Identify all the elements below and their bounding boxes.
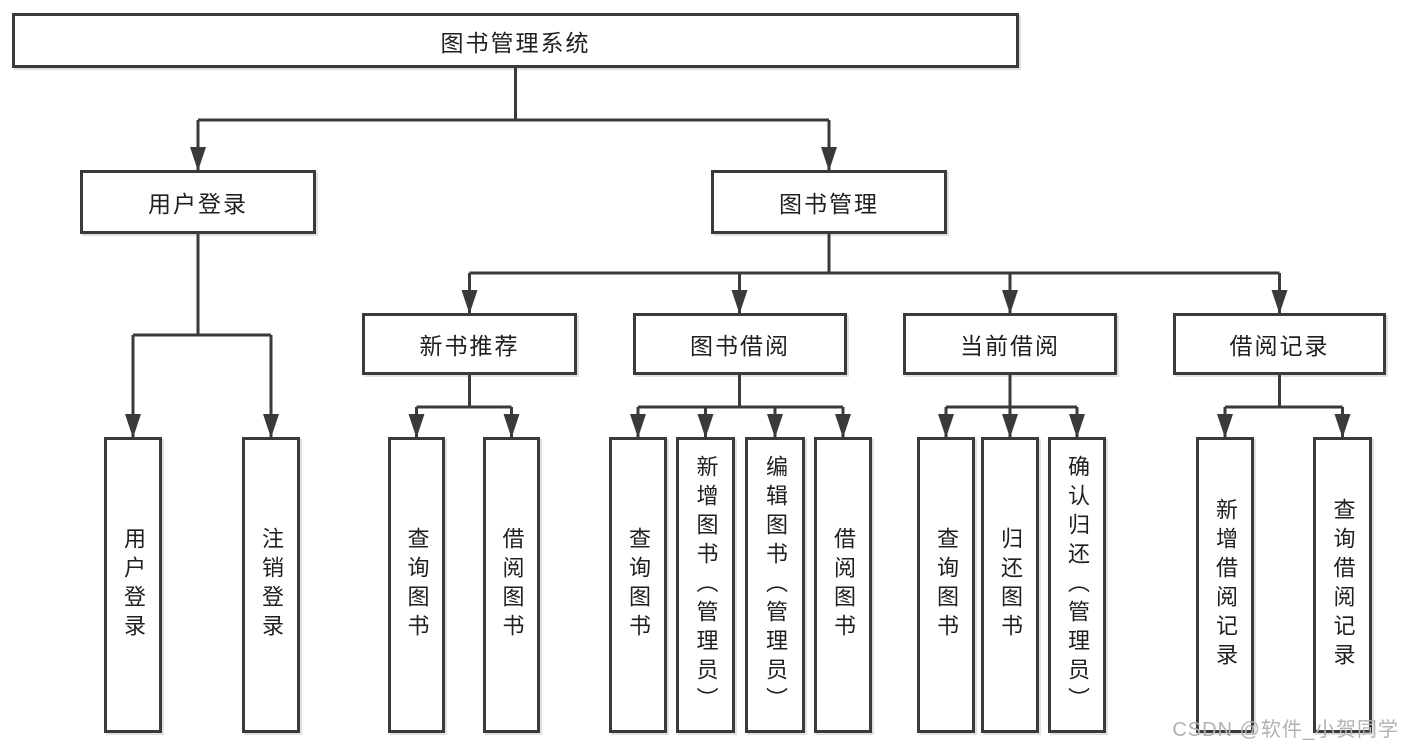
node-root-label: 图书管理系统 (440, 29, 591, 56)
node-user-login-label: 用户登录 (148, 191, 248, 217)
leaf-query-books-recommend-label: 查询图书 (404, 527, 430, 643)
leaf-query-books-recommend: 查询图书 (388, 437, 445, 733)
node-new-book-recommendation-label: 新书推荐 (419, 333, 520, 359)
leaf-query-borrow-record: 查询借阅记录 (1313, 437, 1372, 733)
leaf-add-borrow-record-label: 新增借阅记录 (1213, 498, 1238, 672)
node-borrowing-records-label: 借阅记录 (1229, 333, 1330, 359)
node-current-borrowing-label: 当前借阅 (960, 333, 1060, 359)
leaf-query-books-borrow-label: 查询图书 (626, 527, 651, 643)
leaf-logout: 注销登录 (242, 437, 300, 733)
node-book-borrowing-label: 图书借阅 (690, 333, 790, 359)
leaf-return-books-label: 归还图书 (998, 527, 1023, 643)
leaf-borrow-books: 借阅图书 (814, 437, 872, 733)
node-new-book-recommendation: 新书推荐 (362, 313, 577, 375)
node-book-management-label: 图书管理 (779, 191, 879, 217)
node-book-management: 图书管理 (711, 170, 947, 234)
node-current-borrowing: 当前借阅 (903, 313, 1117, 375)
leaf-edit-books-admin: 编辑图书（管理员） (745, 437, 805, 733)
leaf-confirm-return-admin: 确认归还（管理员） (1048, 437, 1106, 733)
leaf-query-borrow-record-label: 查询借阅记录 (1330, 498, 1356, 672)
leaf-add-borrow-record: 新增借阅记录 (1196, 437, 1254, 733)
leaf-borrow-books-recommend-label: 借阅图书 (499, 527, 525, 643)
leaf-logout-label: 注销登录 (259, 527, 284, 643)
leaf-query-books-current-label: 查询图书 (934, 527, 959, 643)
csdn-watermark: CSDN @软件_小贺同学 (1172, 719, 1399, 741)
leaf-query-books-borrow: 查询图书 (609, 437, 667, 733)
leaf-edit-books-admin-label: 编辑图书（管理员） (763, 454, 788, 716)
leaf-user-login-label: 用户登录 (121, 527, 146, 643)
leaf-return-books: 归还图书 (981, 437, 1039, 733)
leaf-borrow-books-recommend: 借阅图书 (483, 437, 540, 733)
leaf-borrow-books-label: 借阅图书 (831, 527, 856, 643)
leaf-query-books-current: 查询图书 (917, 437, 975, 733)
leaf-add-books-admin-label: 新增图书（管理员） (693, 454, 719, 716)
node-borrowing-records: 借阅记录 (1173, 313, 1386, 375)
node-root-library-system: 图书管理系统 (12, 13, 1019, 68)
leaf-user-login: 用户登录 (104, 437, 162, 733)
node-book-borrowing: 图书借阅 (633, 313, 847, 375)
node-user-login: 用户登录 (80, 170, 316, 234)
leaf-add-books-admin: 新增图书（管理员） (676, 437, 735, 733)
leaf-confirm-return-admin-label: 确认归还（管理员） (1065, 454, 1090, 716)
